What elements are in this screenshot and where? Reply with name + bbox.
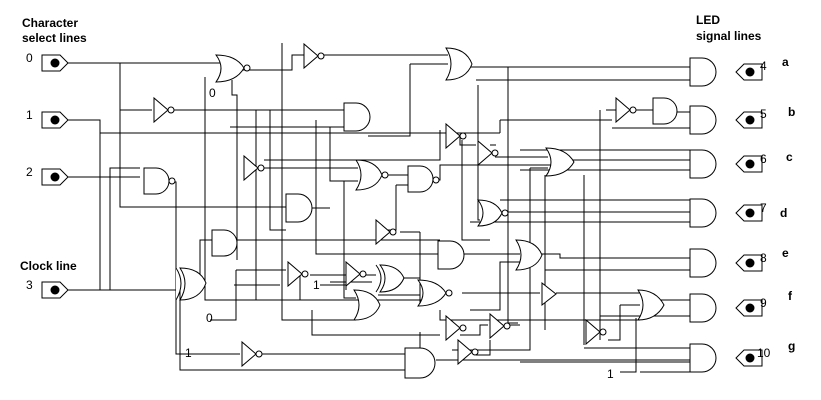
input-pin-3[interactable]: 3 (26, 278, 69, 299)
right-title-line1: LED (696, 13, 720, 27)
input-pin-0[interactable]: 0 (26, 51, 69, 72)
output-number: 4 (760, 59, 767, 73)
input-number: 0 (26, 51, 33, 65)
constant-1-low: 1 (185, 346, 192, 360)
constant-0-top: 0 (209, 86, 216, 100)
segment-label-b: b (788, 105, 795, 119)
output-number: 7 (760, 201, 767, 215)
segment-label-e: e (782, 246, 789, 260)
output-number: 6 (760, 152, 767, 166)
input-number: 2 (26, 165, 33, 179)
output-number: 9 (760, 296, 767, 310)
gates (143, 42, 717, 379)
segment-label-g: g (788, 339, 795, 353)
segment-label-a: a (782, 55, 789, 69)
constant-1-bottom: 1 (607, 367, 614, 381)
output-number: 5 (760, 107, 767, 121)
output-pin-9[interactable]: 9 f (735, 289, 793, 317)
input-pin-1[interactable]: 1 (26, 108, 69, 129)
output-pin-10[interactable]: 10 g (735, 339, 795, 367)
wires (68, 43, 690, 375)
output-pin-4[interactable]: 4 a (735, 55, 789, 81)
output-pin-6[interactable]: 6 c (735, 150, 793, 173)
output-pin-5[interactable]: 5 b (735, 105, 795, 129)
segment-label-c: c (786, 150, 793, 164)
input-number: 1 (26, 108, 33, 122)
output-number: 8 (760, 251, 767, 265)
segment-label-d: d (780, 206, 787, 220)
segment-label-f: f (788, 289, 793, 303)
right-title-line2: signal lines (696, 29, 762, 43)
left-title-line2: select lines (22, 31, 87, 45)
clock-line-label: Clock line (20, 259, 77, 273)
constant-1-mid: 1 (313, 278, 320, 292)
output-pin-7[interactable]: 7 d (735, 201, 787, 222)
left-title-line1: Character (22, 16, 78, 30)
output-number: 10 (757, 346, 771, 360)
input-pin-2[interactable]: 2 (26, 165, 69, 186)
constant-0-bottom: 0 (206, 311, 213, 325)
input-number: 3 (26, 278, 33, 292)
output-pin-8[interactable]: 8 e (735, 246, 789, 272)
